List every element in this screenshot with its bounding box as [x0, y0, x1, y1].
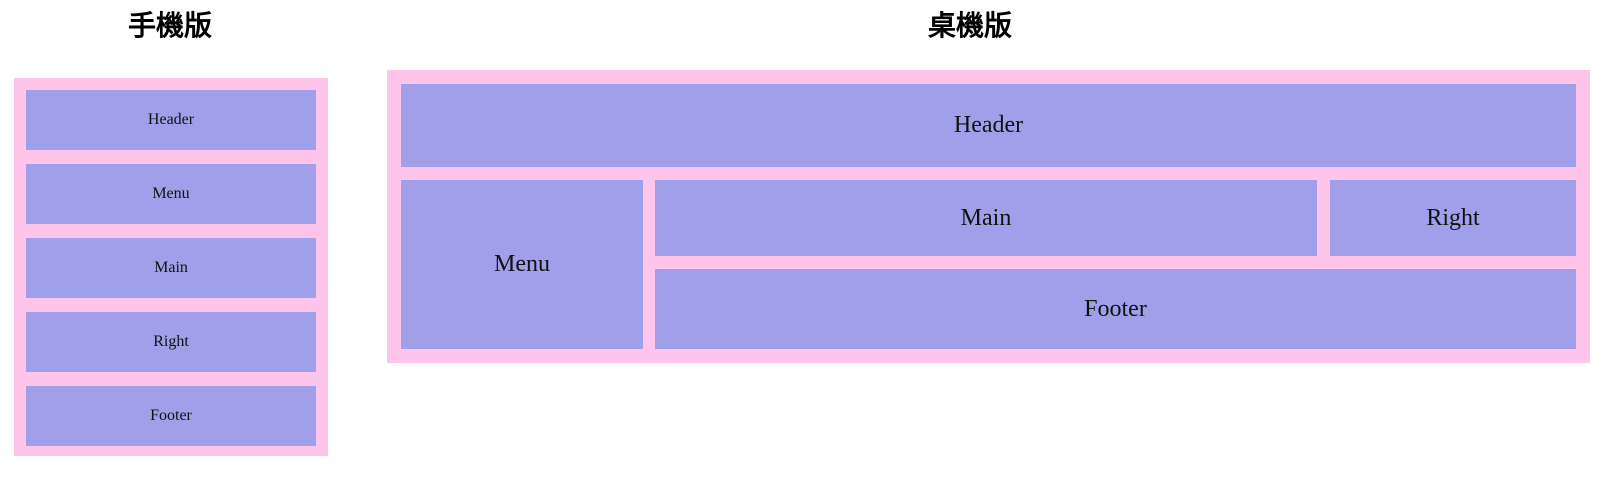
desktop-layout-wireframe: Header Menu Main Right Footer: [387, 70, 1590, 363]
mobile-block-footer: Footer: [26, 386, 316, 446]
desktop-section-title: 桌機版: [927, 10, 1012, 41]
desktop-block-right: Right: [1330, 180, 1576, 256]
mobile-section-title: 手機版: [127, 10, 212, 41]
mobile-block-menu: Menu: [26, 164, 316, 224]
desktop-block-footer: Footer: [655, 269, 1576, 349]
desktop-block-main: Main: [655, 180, 1317, 256]
mobile-layout-wireframe: Header Menu Main Right Footer: [14, 78, 328, 456]
desktop-block-menu: Menu: [401, 180, 643, 349]
mobile-block-right: Right: [26, 312, 316, 372]
desktop-block-header: Header: [401, 84, 1576, 167]
mobile-block-header: Header: [26, 90, 316, 150]
mobile-block-main: Main: [26, 238, 316, 298]
